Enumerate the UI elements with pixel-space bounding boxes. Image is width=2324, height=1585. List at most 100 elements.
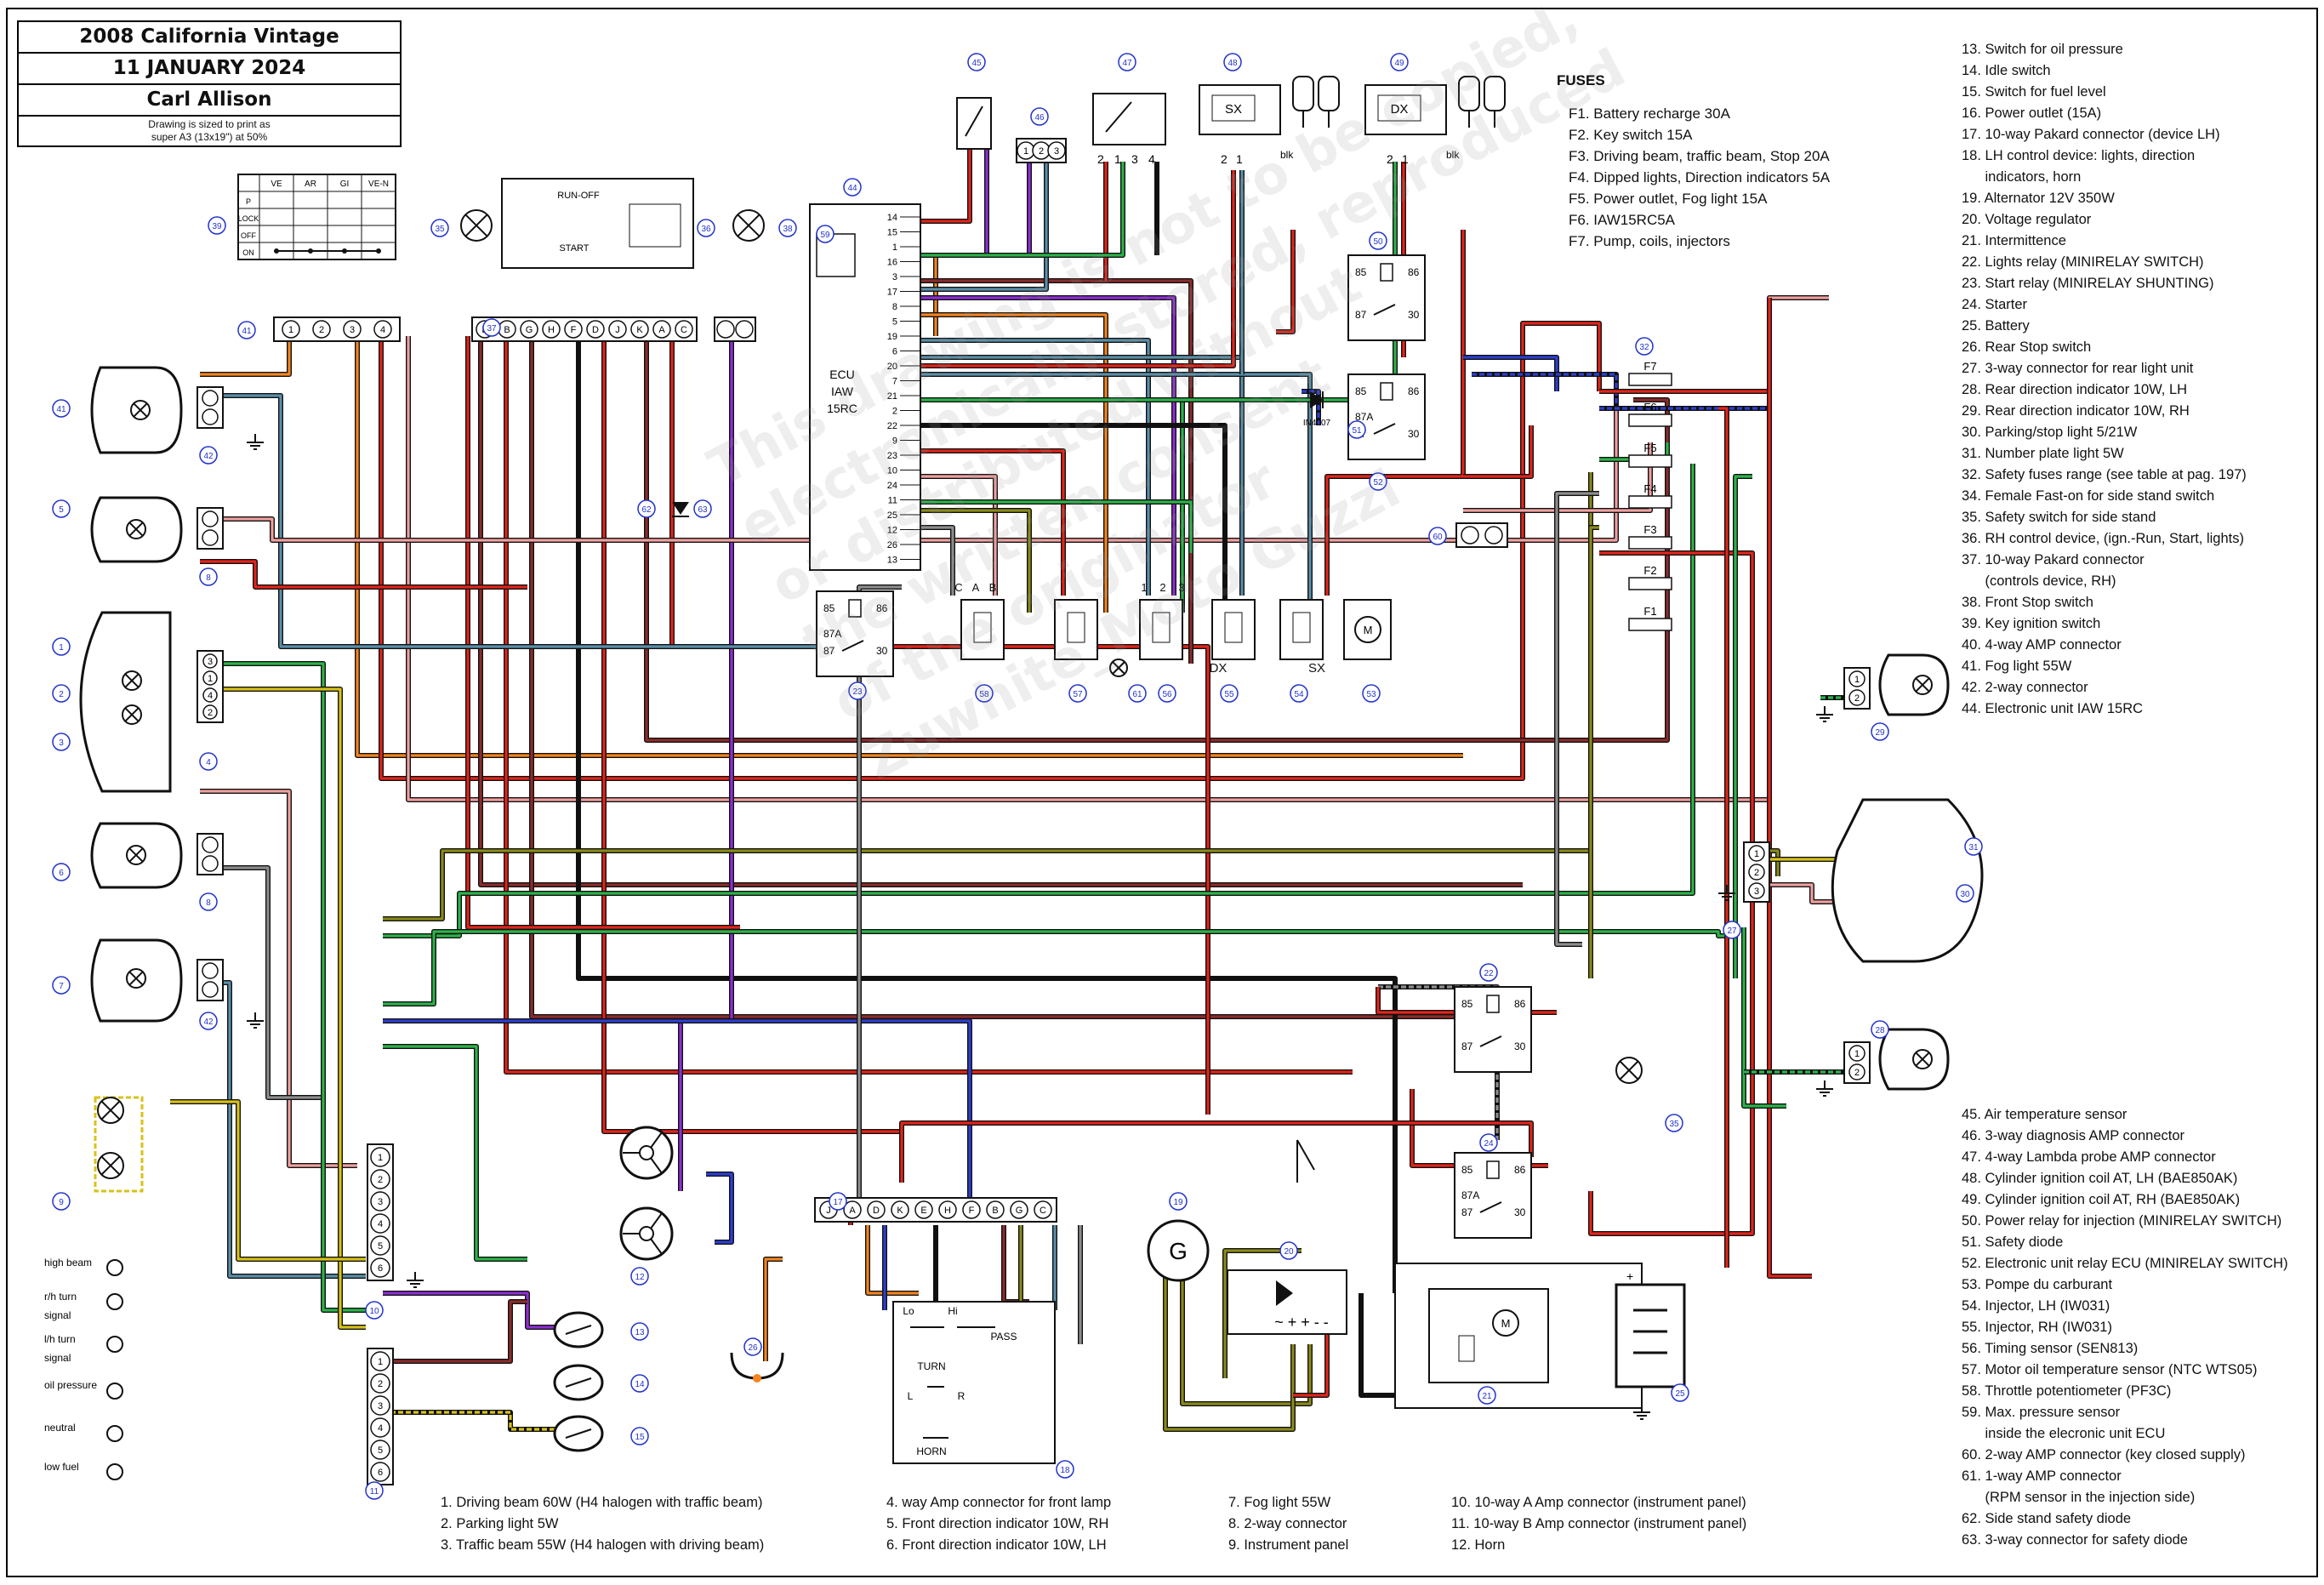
legend-item-27: 39. Key ignition switch: [1962, 616, 2101, 631]
side-stand-switch: [1296, 1139, 1315, 1183]
injector-54-sx: [1279, 599, 1324, 660]
connector-pin: [370, 1147, 390, 1167]
callout-number: 8: [206, 573, 211, 583]
legend-item-4: 49. Cylinder ignition coil AT, RH (BAE85…: [1962, 1192, 2241, 1207]
callout-24: 24: [1479, 1133, 1498, 1152]
relay-pin: 87A: [1355, 411, 1373, 423]
coil-pin: 1: [1236, 152, 1243, 166]
ip-label: oil pressure: [44, 1379, 97, 1391]
connector-42-fog: [197, 386, 224, 429]
lamp-cross: [100, 1155, 121, 1176]
fuse: [1628, 577, 1672, 590]
callout-60: 60: [1428, 527, 1447, 545]
legend-item-23: 36. RH control device, (ign.-Run, Start,…: [1962, 531, 2244, 546]
callout-number: 3: [59, 738, 64, 748]
callout-number: 56: [1162, 690, 1172, 699]
wire-red-batt: [1768, 298, 1812, 1278]
connector-pin: [202, 653, 218, 669]
pin-label: 5: [378, 1241, 383, 1251]
callout-19: 19: [1169, 1192, 1188, 1211]
ecu-pin: 7: [892, 377, 897, 387]
connector-pin: [282, 320, 300, 339]
callout-28: 28: [1871, 1020, 1889, 1039]
wire-yellow-low: [383, 1411, 561, 1431]
connector-pin: [370, 1213, 390, 1234]
callout-number: 4: [206, 758, 211, 767]
connector-pin: [370, 1257, 390, 1278]
relay-coil: [848, 599, 862, 618]
callout-number: 30: [1960, 890, 1970, 899]
coil-blk: blk: [1280, 149, 1294, 161]
ecu-pin: 14: [887, 213, 897, 223]
diode-62: [672, 502, 689, 517]
callout-35: 35: [1665, 1114, 1683, 1132]
pin-label: 5: [378, 1445, 383, 1456]
connector-37-rh: EBGHFDJKAC: [471, 316, 698, 342]
relay-pin: 86: [1514, 1164, 1526, 1176]
ground-symbol: [1816, 706, 1833, 722]
connector-pin: [202, 687, 218, 703]
callout-circle: [743, 1337, 762, 1356]
callout-number: 18: [1060, 1466, 1070, 1475]
alternator-19: G: [1147, 1219, 1210, 1282]
switch-lever: [565, 1325, 592, 1335]
callout-circle: [967, 53, 986, 71]
callout-number: 1: [59, 643, 64, 653]
callout-29: 29: [1871, 722, 1889, 741]
connector-pin: [373, 320, 392, 339]
wire-gray-lamp: [200, 866, 323, 1099]
lamp-cross: [128, 847, 144, 863]
timing-sensor-56: [1139, 599, 1183, 660]
wire-red-ecu2: [902, 449, 1065, 596]
callout-circle: [1871, 722, 1889, 741]
ip-bulb-1: [97, 1097, 124, 1124]
relay-pin: 30: [876, 645, 888, 657]
wire-blue-52: [1302, 390, 1320, 425]
callout-22: 22: [1479, 963, 1498, 982]
connector-pin: [1848, 689, 1865, 706]
coil-blk: blk: [1446, 149, 1460, 161]
fuse-item-1: F2. Key switch 15A: [1569, 127, 1693, 143]
legend-item-0: 1. Driving beam 60W (H4 halogen with tra…: [441, 1495, 763, 1510]
legend-item-15: inside the elecronic unit ECU: [1962, 1426, 2166, 1441]
wire-red-fuse2: [1589, 551, 1754, 1235]
spark-plug: [1458, 76, 1480, 111]
title-date: 11 JANUARY 2024: [19, 54, 400, 85]
callout-number: 9: [59, 1198, 64, 1207]
callout-47: 47: [1118, 53, 1136, 71]
coil-label-box: [1211, 94, 1256, 122]
callout-number: 50: [1373, 237, 1383, 247]
diode-triangle: [672, 502, 689, 515]
legend-item-16: 60. 2-way AMP connector (key closed supp…: [1962, 1447, 2246, 1462]
battery-25: +: [1615, 1269, 1686, 1388]
wire-yellow-ip: [170, 1100, 366, 1261]
lh-control-label: HORN: [916, 1445, 946, 1457]
ecu-pin: 9: [892, 436, 897, 447]
callout-14: 14: [630, 1374, 649, 1393]
callout-number: 62: [641, 505, 652, 515]
wire-brown-ip: [383, 1300, 527, 1363]
ground-lines: [247, 434, 264, 450]
relay-pin: 87A: [1461, 1189, 1479, 1201]
key-col-label: GI: [340, 180, 350, 189]
ecu-pin: 19: [887, 332, 897, 342]
starter-assembly: M: [1394, 1263, 1643, 1409]
wire-red-18: [900, 1121, 1533, 1183]
pin-label: 4: [380, 325, 385, 335]
fuel-pump-53: M: [1343, 599, 1392, 660]
headlamp-housing: [79, 611, 172, 793]
ecu-label: ECU: [829, 368, 855, 381]
temp-sensor-57: [1054, 599, 1098, 660]
callout-circle: [52, 399, 71, 418]
connector-pin: [735, 320, 754, 339]
connector-pin: [370, 1373, 390, 1394]
relay-pin: 86: [876, 602, 888, 614]
legend-item-17: 29. Rear direction indicator 10W, RH: [1962, 403, 2190, 419]
legend-item-11: 56. Timing sensor (SEN813): [1962, 1341, 2139, 1356]
relay-coil: [1486, 1160, 1500, 1179]
callout-number: 6: [59, 869, 64, 878]
callout-circle: [975, 684, 994, 703]
wire-orange-ecu: [902, 313, 1108, 613]
